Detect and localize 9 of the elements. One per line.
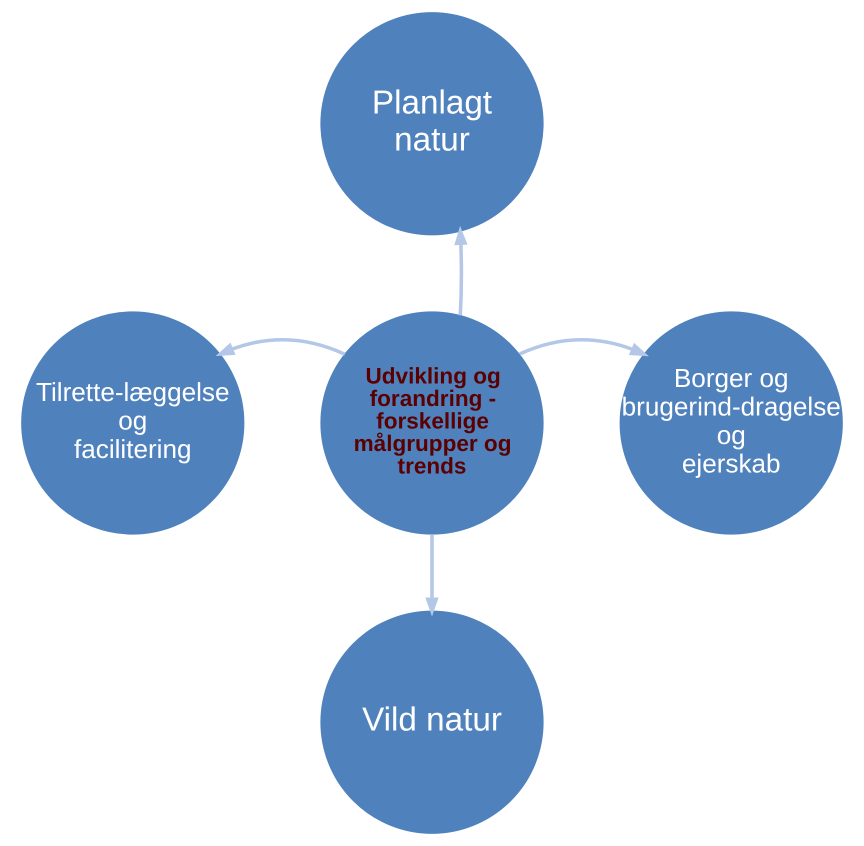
arrow xyxy=(425,534,439,616)
arrow xyxy=(454,226,468,316)
node-circle: Vild natur xyxy=(320,610,544,834)
node-circle: Borger og brugerind-dragelse og ejerskab xyxy=(620,311,843,535)
arrow xyxy=(215,338,346,356)
arrow xyxy=(518,338,649,356)
node-circle: Planlagt natur xyxy=(320,12,544,236)
node-circle: Tilrette-læggelse og facilitering xyxy=(21,311,244,535)
node-circle: Udvikling og forandring - forskellige målgrupper og trends xyxy=(320,311,544,535)
